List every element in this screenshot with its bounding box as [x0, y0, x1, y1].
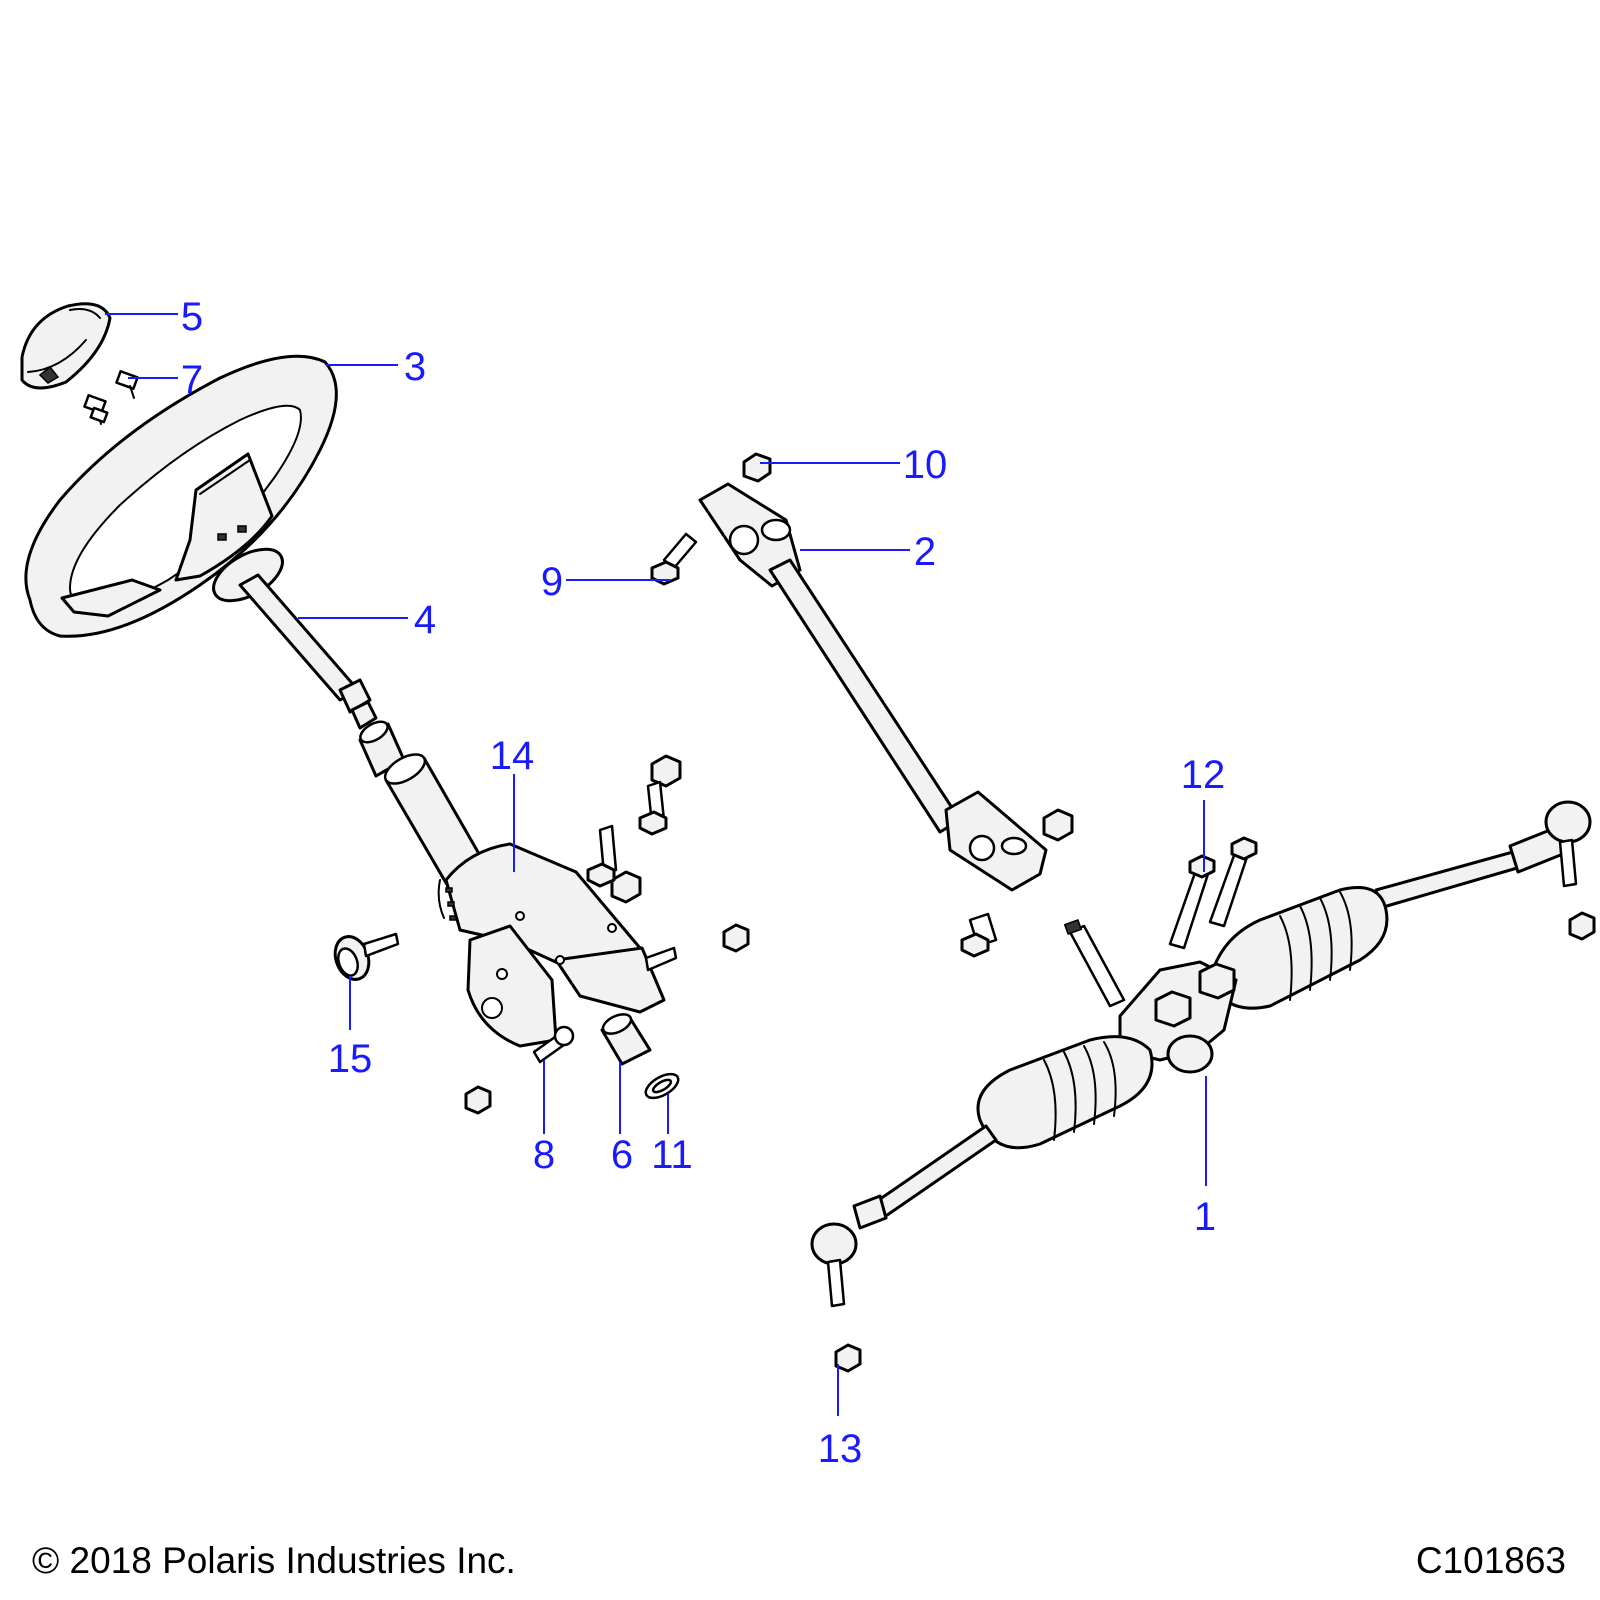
- callout-15: 15: [328, 1037, 373, 1081]
- hardware-nuts[interactable]: [464, 754, 1596, 1115]
- leader-lines: [105, 313, 1207, 1416]
- callout-10: 10: [903, 443, 948, 487]
- callout-11: 11: [651, 1133, 693, 1177]
- copyright-notice: © 2018 Polaris Industries Inc.: [32, 1540, 516, 1581]
- callout-7: 7: [181, 358, 203, 402]
- bolt-part[interactable]: [650, 532, 698, 586]
- washer-part[interactable]: [642, 1069, 682, 1103]
- knob-part[interactable]: [329, 932, 400, 984]
- nut-part-top[interactable]: [742, 452, 772, 483]
- callout-5: 5: [181, 295, 203, 339]
- callout-labels: 1 2 3 4 5 7 9 10 12 14 15 8 6 11 13: [181, 295, 1225, 1471]
- column-bracket-part[interactable]: [380, 748, 666, 1048]
- callout-3: 3: [404, 345, 426, 389]
- callout-2: 2: [914, 530, 936, 574]
- pin-part[interactable]: [532, 1025, 575, 1064]
- nut-part-bottom[interactable]: [834, 1343, 862, 1373]
- steering-shaft-part[interactable]: [205, 539, 406, 778]
- callout-6: 6: [611, 1133, 633, 1177]
- screw-part[interactable]: [83, 370, 139, 425]
- callout-12: 12: [1181, 753, 1226, 797]
- steering-rack-part[interactable]: [810, 800, 1592, 1308]
- center-cap-part[interactable]: [20, 302, 112, 390]
- callout-1: 1: [1194, 1195, 1216, 1239]
- hardware-bolts[interactable]: [586, 780, 998, 958]
- callout-13: 13: [818, 1427, 863, 1471]
- callout-4: 4: [414, 598, 436, 642]
- drawing-number: C101863: [1415, 1540, 1566, 1581]
- callout-9: 9: [541, 560, 563, 604]
- intermediate-shaft-part[interactable]: [698, 482, 1048, 892]
- steering-wheel-part[interactable]: [24, 354, 338, 638]
- rack-bolts-part[interactable]: [1168, 836, 1258, 950]
- callout-8: 8: [533, 1133, 555, 1177]
- callout-14: 14: [490, 734, 535, 778]
- bushing-part[interactable]: [600, 1010, 652, 1066]
